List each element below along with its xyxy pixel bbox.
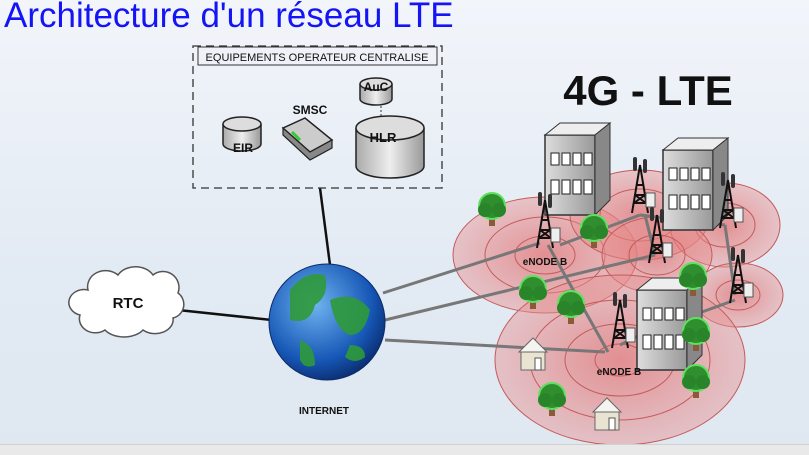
smsc-server-icon: [281, 117, 334, 161]
building-icon: [662, 137, 729, 231]
smsc-label: SMSC: [293, 103, 328, 117]
rtc-label: RTC: [113, 295, 144, 312]
auc-database-icon: [359, 77, 393, 106]
hlr-label: HLR: [370, 130, 397, 145]
page-title: Architecture d'un réseau LTE: [4, 0, 454, 35]
hlr-database-icon: [355, 115, 425, 179]
bottom-bar: [0, 444, 809, 455]
eir-database-icon: [222, 116, 262, 152]
rtc-internet-link: [177, 308, 273, 322]
building-icon: [544, 122, 611, 216]
lte-heading: 4G - LTE: [563, 67, 733, 114]
operator-equipment-box: EQUIPEMENTS OPERATEUR CENTRALISE EIR SMS…: [192, 45, 443, 189]
auc-label: AuC: [364, 80, 389, 94]
enodeb-label: eNODE B: [523, 257, 567, 268]
enodeb-label: eNODE B: [597, 367, 641, 378]
eir-label: EIR: [233, 141, 253, 155]
rtc-cloud-icon: [68, 265, 185, 338]
internet-globe-icon: [268, 263, 386, 381]
operator-box-header: EQUIPEMENTS OPERATEUR CENTRALISE: [206, 52, 429, 64]
operator-internet-link: [318, 187, 332, 266]
internet-label: INTERNET: [299, 406, 349, 417]
